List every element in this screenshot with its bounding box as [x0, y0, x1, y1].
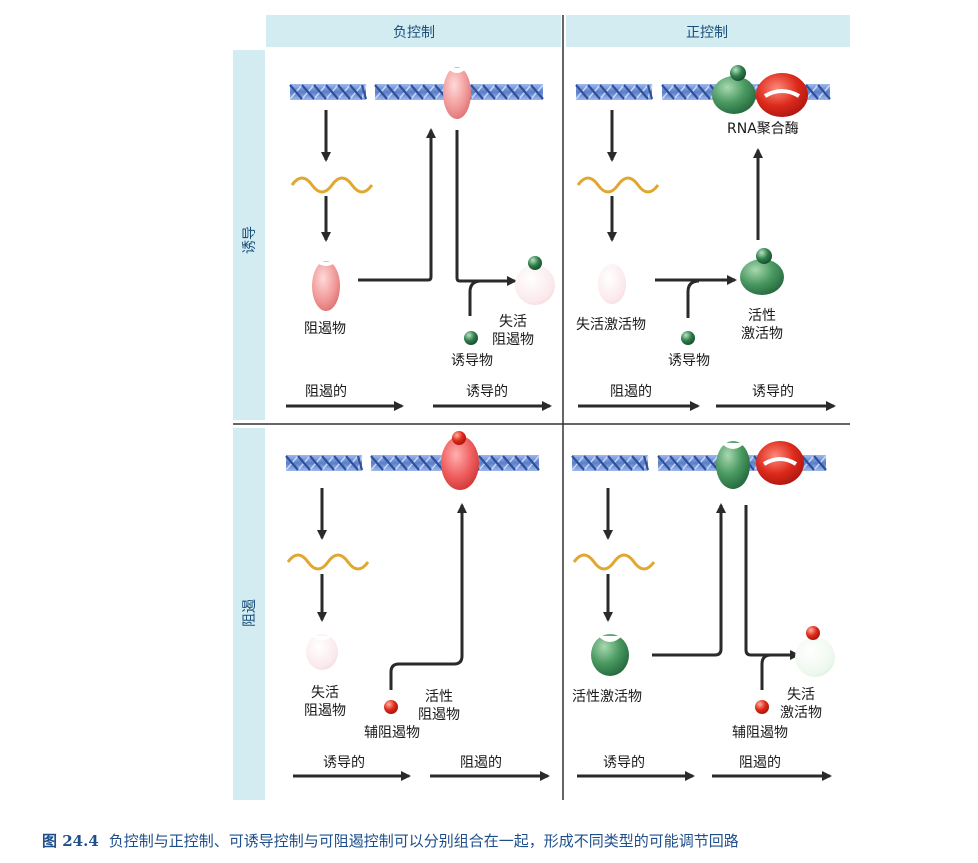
state-label-tl-left: 阻遏的	[305, 384, 347, 400]
label-active-repressor-l2: 阻遏物	[418, 707, 460, 723]
label-inactive-repressor-l2: 阻遏物	[492, 332, 534, 348]
mrna-wave	[290, 176, 374, 194]
label-inactive-activator-2-l1: 失活	[787, 687, 815, 703]
dna-segment	[285, 455, 364, 471]
bound-corepressor-dot	[452, 431, 466, 445]
row-band-repressible	[233, 428, 265, 800]
active-activator-shape	[591, 634, 629, 676]
label-repressor: 阻遏物	[304, 321, 346, 337]
label-inactive-repressor-2-l1: 失活	[311, 685, 339, 701]
inducer-dot-bound	[528, 256, 542, 270]
arrow-repressor-to-dna	[358, 128, 436, 282]
state-label-tr-right: 诱导的	[752, 384, 794, 400]
dna-segment	[289, 84, 368, 100]
label-rna-polymerase: RNA聚合酶	[727, 121, 799, 137]
mrna-wave	[572, 553, 656, 571]
label-active-activator-2: 活性激活物	[572, 689, 642, 705]
state-label-bl-left: 诱导的	[323, 755, 365, 771]
label-inducer-2: 诱导物	[668, 353, 710, 369]
panel-negative-inducible	[290, 67, 555, 345]
state-label-tl-right: 诱导的	[466, 384, 508, 400]
panel-positive-repressible	[572, 441, 835, 714]
active-activator-shape	[740, 259, 784, 295]
active-activator-dot	[756, 248, 772, 264]
bound-repressor	[443, 67, 471, 119]
state-label-tr-left: 阻遏的	[610, 384, 652, 400]
header-band-negative	[266, 15, 561, 47]
arrow-corepressor-join	[760, 653, 772, 690]
repressor-notch	[316, 262, 336, 266]
mrna-wave	[576, 176, 660, 194]
label-inactive-repressor-2: 失活阻遏物	[300, 684, 350, 720]
header-band-positive	[566, 15, 850, 47]
label-active-repressor-l1: 活性	[425, 689, 453, 705]
label-inactive-activator-2: 失活激活物	[776, 686, 826, 722]
inactive-repressor-shape	[515, 265, 555, 305]
state-label-br-left: 诱导的	[603, 755, 645, 771]
inactive-activator-shape	[795, 637, 835, 677]
figure-caption: 图 24.4 负控制与正控制、可诱导控制与可阻遏控制可以分别组合在一起，形成不同类…	[42, 830, 739, 851]
label-active-repressor: 活性阻遏物	[414, 688, 464, 724]
header-negative-control: 负控制	[393, 25, 435, 41]
row-label-repressible: 阻遏	[242, 599, 258, 627]
mrna-wave	[286, 553, 370, 571]
arrow-corepressor-join	[389, 503, 467, 690]
state-label-bl-right: 阻遏的	[460, 755, 502, 771]
arrow-activator-to-dna	[652, 503, 726, 657]
label-corepressor: 辅阻遏物	[364, 725, 420, 741]
panel-negative-repressible	[286, 431, 479, 714]
bound-activator-dot	[730, 65, 746, 81]
arrow-release	[455, 130, 517, 286]
arrow-inducer-join	[468, 279, 482, 316]
arrow-release	[744, 505, 800, 660]
row-band-inducible	[233, 50, 265, 420]
header-positive-control: 正控制	[686, 25, 728, 41]
bound-repressor-notch	[447, 68, 467, 73]
inactive-activator-shape	[598, 264, 626, 304]
bound-activator-notch	[721, 443, 745, 449]
dna-segment	[575, 84, 654, 100]
rna-polymerase-groove	[763, 89, 801, 98]
arrow-inducer-join	[686, 279, 700, 318]
figure-caption-text: 负控制与正控制、可诱导控制与可阻遏控制可以分别组合在一起，形成不同类型的可能调节…	[108, 832, 739, 850]
active-activator-notch	[598, 636, 622, 642]
bound-activator	[716, 441, 750, 489]
bound-corepressor-dot	[806, 626, 820, 640]
panel-positive-inducible	[576, 65, 808, 345]
rna-polymerase-groove	[762, 457, 798, 466]
row-label-inducible: 诱导	[242, 226, 258, 254]
label-active-activator-l2: 激活物	[741, 326, 783, 342]
inducer-dot	[464, 331, 478, 345]
label-inactive-activator: 失活激活物	[576, 317, 646, 333]
dna-segment	[571, 455, 650, 471]
inducer-dot	[681, 331, 695, 345]
corepressor-dot	[755, 700, 769, 714]
label-inactive-activator-2-l2: 激活物	[780, 705, 822, 721]
label-inactive-repressor: 失活阻遏物	[488, 313, 538, 349]
bound-activator	[712, 76, 756, 114]
inactive-repressor-shape	[306, 634, 338, 670]
label-active-activator: 活性激活物	[734, 307, 790, 343]
state-label-br-right: 阻遏的	[739, 755, 781, 771]
label-active-activator-l1: 活性	[748, 308, 776, 324]
label-corepressor-2: 辅阻遏物	[732, 725, 788, 741]
rna-polymerase	[756, 73, 808, 117]
corepressor-dot	[384, 700, 398, 714]
bound-active-repressor	[441, 436, 479, 490]
figure-number: 图 24.4	[42, 832, 99, 850]
repressor-protein	[312, 261, 340, 311]
state-arrows	[286, 401, 836, 781]
label-inducer: 诱导物	[451, 353, 493, 369]
inactive-repressor-notch	[312, 636, 332, 641]
rna-polymerase	[756, 441, 804, 485]
label-inactive-repressor-l1: 失活	[499, 314, 527, 330]
label-inactive-repressor-2-l2: 阻遏物	[304, 703, 346, 719]
